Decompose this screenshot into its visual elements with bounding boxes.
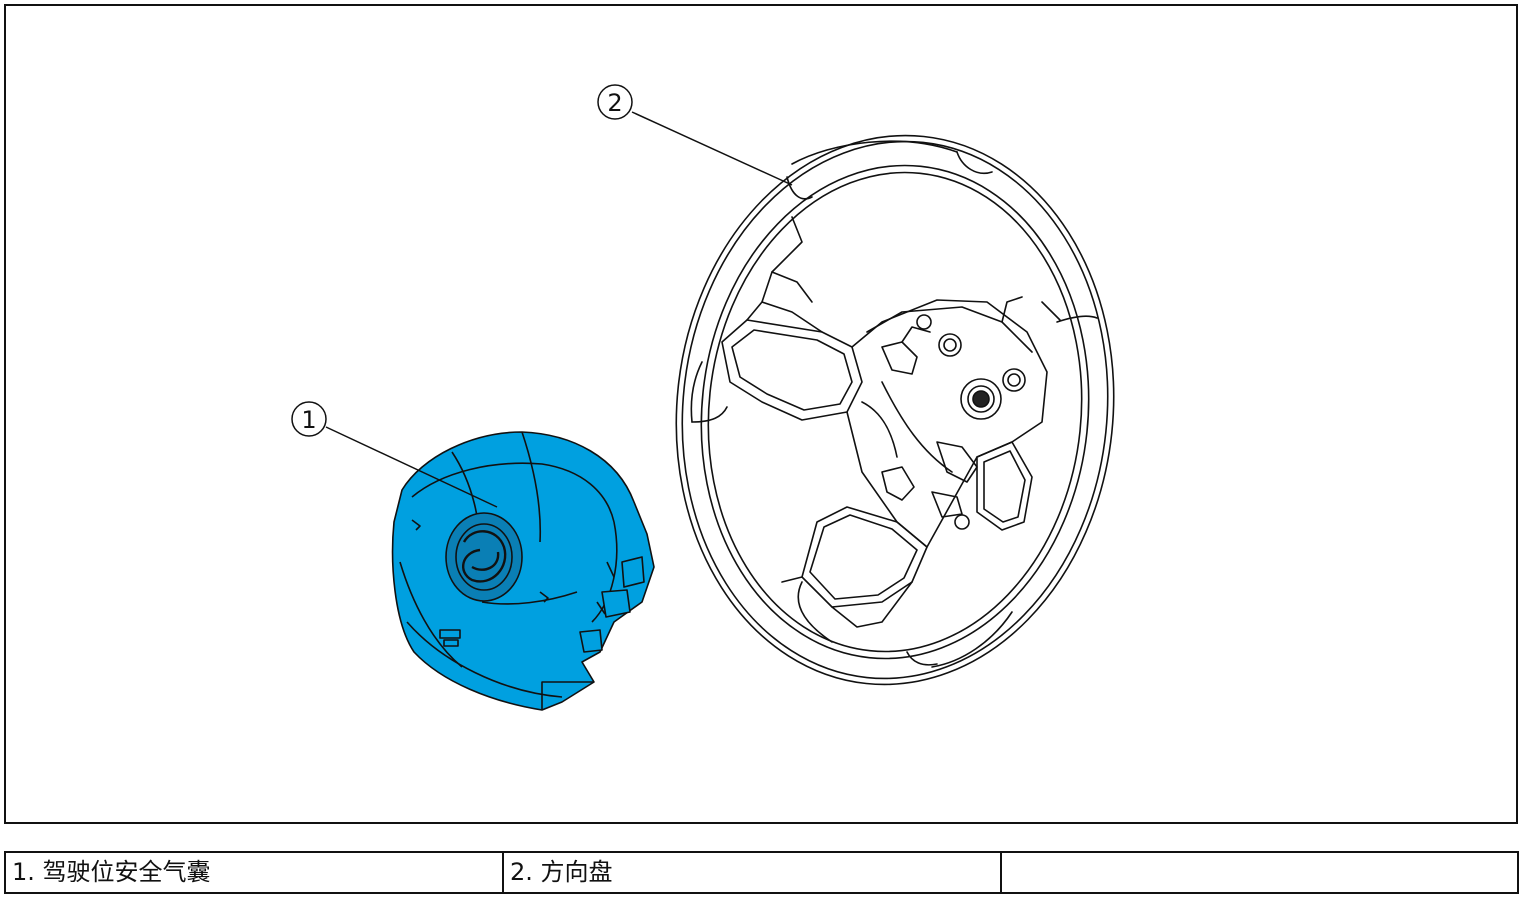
callout-2: 2 [597, 84, 793, 186]
driver-airbag [391, 431, 655, 711]
legend-table: 1. 驾驶位安全气囊 2. 方向盘 [4, 851, 1519, 894]
callout-2-number: 2 [607, 89, 622, 117]
figure-frame: 1 2 [4, 4, 1518, 824]
leader-line-1 [325, 426, 498, 508]
legend-item-empty [1002, 853, 1517, 892]
callout-1: 1 [291, 401, 498, 508]
callout-1-number: 1 [301, 406, 316, 434]
leader-line-2 [631, 111, 793, 186]
legend-item-airbag: 1. 驾驶位安全气囊 [6, 853, 504, 892]
illustration: 1 2 [291, 84, 1115, 711]
steering-wheel [675, 134, 1115, 686]
legend-item-steering-wheel: 2. 方向盘 [504, 853, 1002, 892]
